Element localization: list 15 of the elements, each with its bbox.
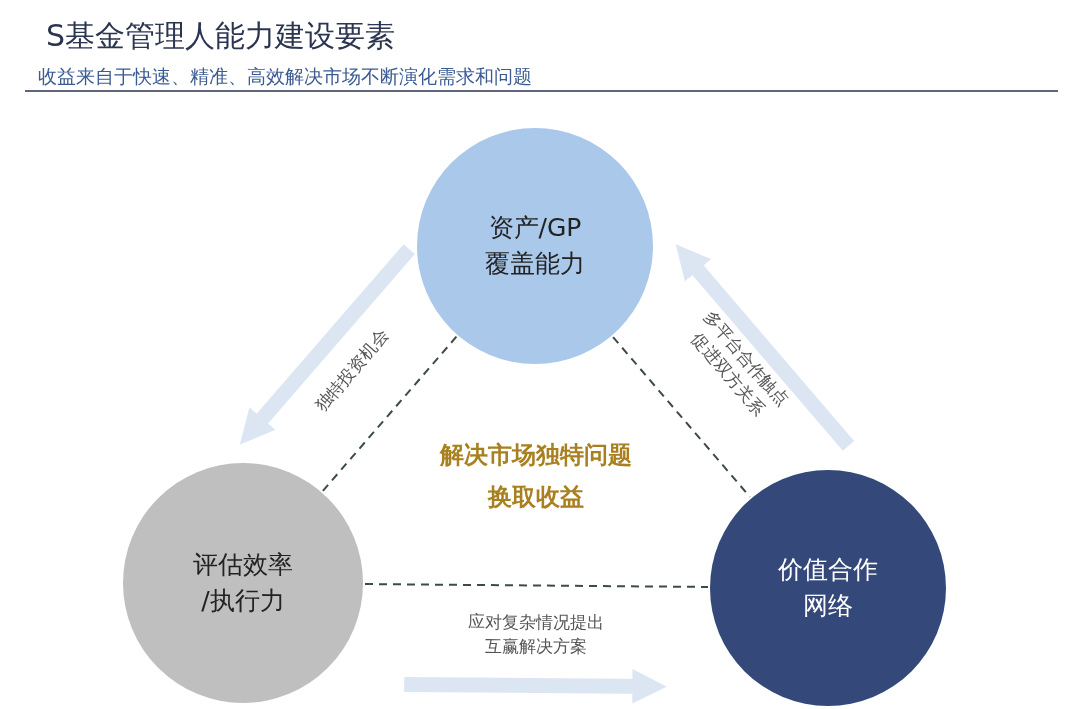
edge-label: 多平台合作触点促进双方关系 (686, 305, 794, 421)
dashed-line (364, 583, 709, 588)
center-text: 解决市场独特问题 (438, 440, 633, 472)
subtitle: 收益来自于快速、精准、高效解决市场不断演化需求和问题 (38, 63, 533, 89)
arrow (239, 244, 415, 445)
edge-label: 应对复杂情况提出互赢解决方案 (466, 609, 605, 658)
node-text: 资产/GP覆盖能力 (484, 212, 586, 280)
dashed-line (321, 335, 458, 492)
center-text: 换取收益 (486, 482, 585, 514)
node-text: 价值合作网络 (777, 554, 879, 622)
arrow (404, 669, 667, 704)
title: S基金管理人能力建设要素 (46, 18, 396, 54)
arrow (675, 244, 855, 451)
edge-label: 独特投资机会 (309, 323, 394, 417)
node-text: 评估效率/执行力 (192, 549, 294, 617)
